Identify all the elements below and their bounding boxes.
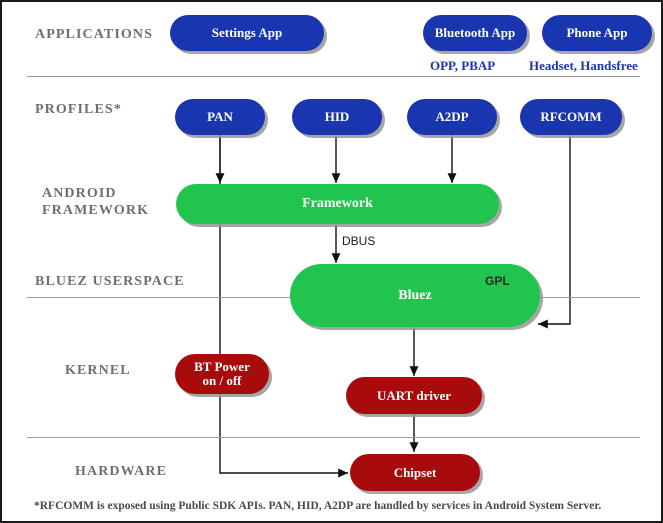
node-pan[interactable]: PAN <box>175 99 265 135</box>
annotation-opp-pbap: OPP, PBAP <box>430 58 496 73</box>
layer-label-bluez-userspace: BLUEZ USERSPACE <box>35 274 185 289</box>
footnote-text: *RFCOMM is exposed using Public SDK APIs… <box>34 500 602 512</box>
layer-label-android-framework: ANDROID FRAMEWORK <box>42 186 150 218</box>
node-rfcomm[interactable]: RFCOMM <box>520 99 622 135</box>
node-hid[interactable]: HID <box>292 99 382 135</box>
node-phone-app[interactable]: Phone App <box>542 15 652 51</box>
node-bluez[interactable]: Bluez <box>290 264 540 327</box>
layer-label-profiles: PROFILES* <box>35 102 122 117</box>
node-chipset[interactable]: Chipset <box>350 454 480 491</box>
separator-kernel <box>27 437 640 438</box>
annotation-gpl: GPL <box>485 274 510 288</box>
node-framework[interactable]: Framework <box>176 184 499 224</box>
node-a2dp[interactable]: A2DP <box>407 99 497 135</box>
layer-label-applications: APPLICATIONS <box>35 27 153 42</box>
node-settings-app[interactable]: Settings App <box>170 15 324 51</box>
node-bluetooth-app[interactable]: Bluetooth App <box>423 15 527 51</box>
edge-label-dbus: DBUS <box>342 234 376 248</box>
layer-label-kernel: KERNEL <box>65 363 131 378</box>
separator-applications <box>27 76 640 77</box>
node-bt-power[interactable]: BT Power on / off <box>175 354 269 394</box>
node-uart-driver[interactable]: UART driver <box>346 377 482 414</box>
wire-rfcomm-to-bluez <box>538 135 571 329</box>
annotation-headset-handsfree: Headset, Handsfree <box>529 58 638 73</box>
layer-label-hardware: HARDWARE <box>75 464 168 479</box>
